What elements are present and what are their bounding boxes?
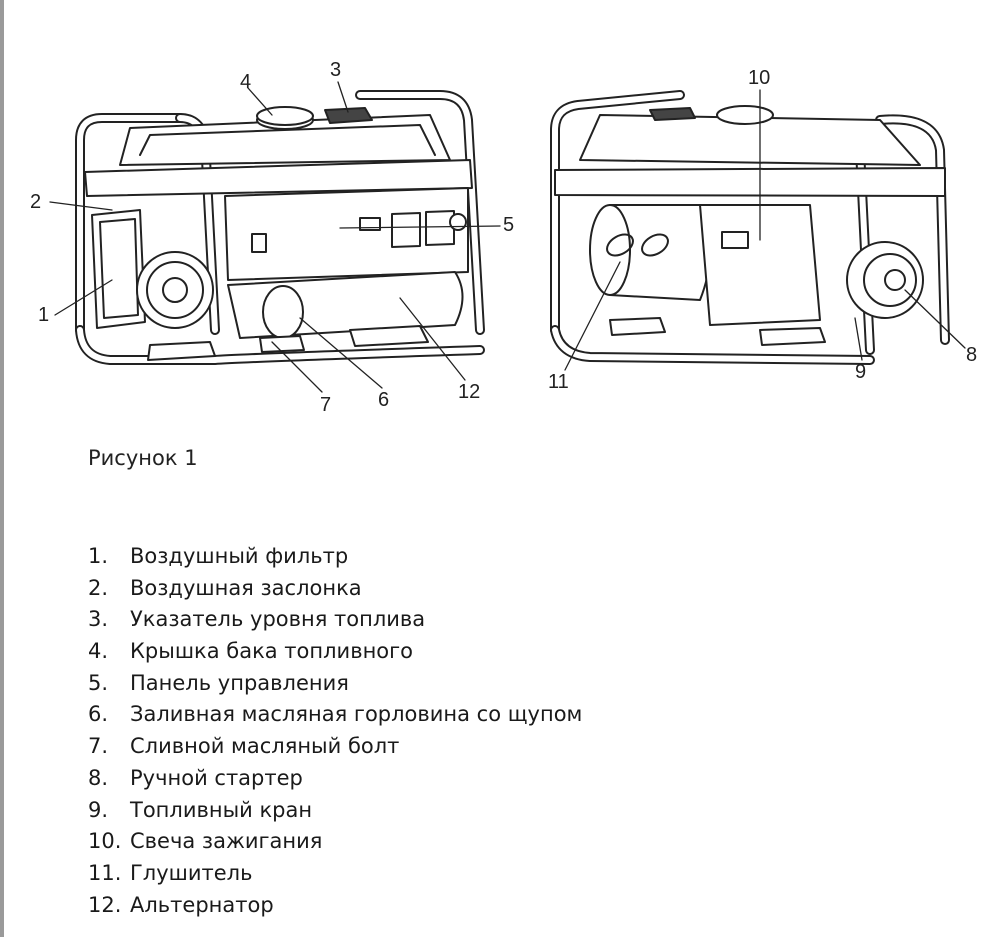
legend-number: 8. [88, 765, 109, 790]
legend-number: 4. [88, 639, 109, 664]
callout-leader-lines [49, 81, 966, 393]
legend-item: 5. Панель управления [88, 668, 582, 700]
legend-text: Указатель уровня топлива [130, 607, 426, 632]
legend-number: 2. [88, 575, 109, 600]
generator-figure: 1 2 3 4 5 6 7 8 9 10 11 12 [0, 0, 1000, 420]
callout-1: 1 [38, 304, 50, 326]
legend-item: 6. Заливная масляная горловина со щупом [88, 699, 582, 731]
callout-7: 7 [320, 394, 332, 416]
legend-text: Ручной стартер [130, 765, 303, 790]
legend-text: Воздушная заслонка [130, 575, 362, 600]
page-edge-rule [0, 0, 4, 937]
figure-caption: Рисунок 1 [88, 446, 198, 470]
callout-8: 8 [966, 344, 978, 366]
callout-6: 6 [378, 389, 390, 411]
legend-item: 9. Топливный кран [88, 795, 582, 827]
callout-5: 5 [503, 214, 515, 236]
callout-4: 4 [240, 71, 252, 93]
callout-10: 10 [748, 67, 771, 89]
legend-text: Глушитель [130, 860, 253, 885]
legend-text: Альтернатор [130, 892, 274, 917]
legend-number: 12. [88, 892, 122, 917]
generator-front-view [75, 90, 485, 365]
legend-number: 10. [88, 829, 122, 854]
legend-item: 1. Воздушный фильтр [88, 541, 582, 573]
legend-text: Свеча зажигания [130, 829, 323, 854]
legend-number: 5. [88, 670, 109, 695]
callout-12: 12 [458, 381, 481, 403]
legend-item: 11. Глушитель [88, 858, 582, 890]
callout-11: 11 [548, 371, 569, 393]
legend-item: 2. Воздушная заслонка [88, 573, 582, 605]
callout-9: 9 [855, 361, 867, 383]
legend-text: Крышка бака топливного [130, 639, 414, 664]
generator-rear-view [550, 90, 950, 365]
legend-number: 3. [88, 607, 109, 632]
legend-number: 7. [88, 734, 109, 759]
legend-number: 1. [88, 544, 109, 568]
generator-illustration [49, 81, 966, 393]
legend-text: Заливная масляная горловина со щупом [130, 702, 583, 727]
callout-2: 2 [30, 191, 42, 213]
legend-item: 4. Крышка бака топливного [88, 636, 582, 668]
legend-item: 3. Указатель уровня топлива [88, 604, 582, 636]
legend-item: 10. Свеча зажигания [88, 826, 582, 858]
callout-3: 3 [330, 59, 342, 81]
legend-text: Топливный кран [130, 797, 313, 822]
legend-item: 8. Ручной стартер [88, 763, 582, 795]
legend-text: Панель управления [130, 670, 349, 695]
legend-text: Воздушный фильтр [130, 544, 349, 568]
legend-number: 9. [88, 797, 109, 822]
parts-legend: 1.Воздушный фильтр 2.Воздушная заслонка … [88, 541, 582, 921]
legend-text: Сливной масляный болт [130, 734, 400, 759]
legend-number: 6. [88, 702, 109, 727]
legend-item: 12. Альтернатор [88, 890, 582, 922]
legend-item: 7. Сливной масляный болт [88, 731, 582, 763]
legend-number: 11. [88, 860, 122, 885]
